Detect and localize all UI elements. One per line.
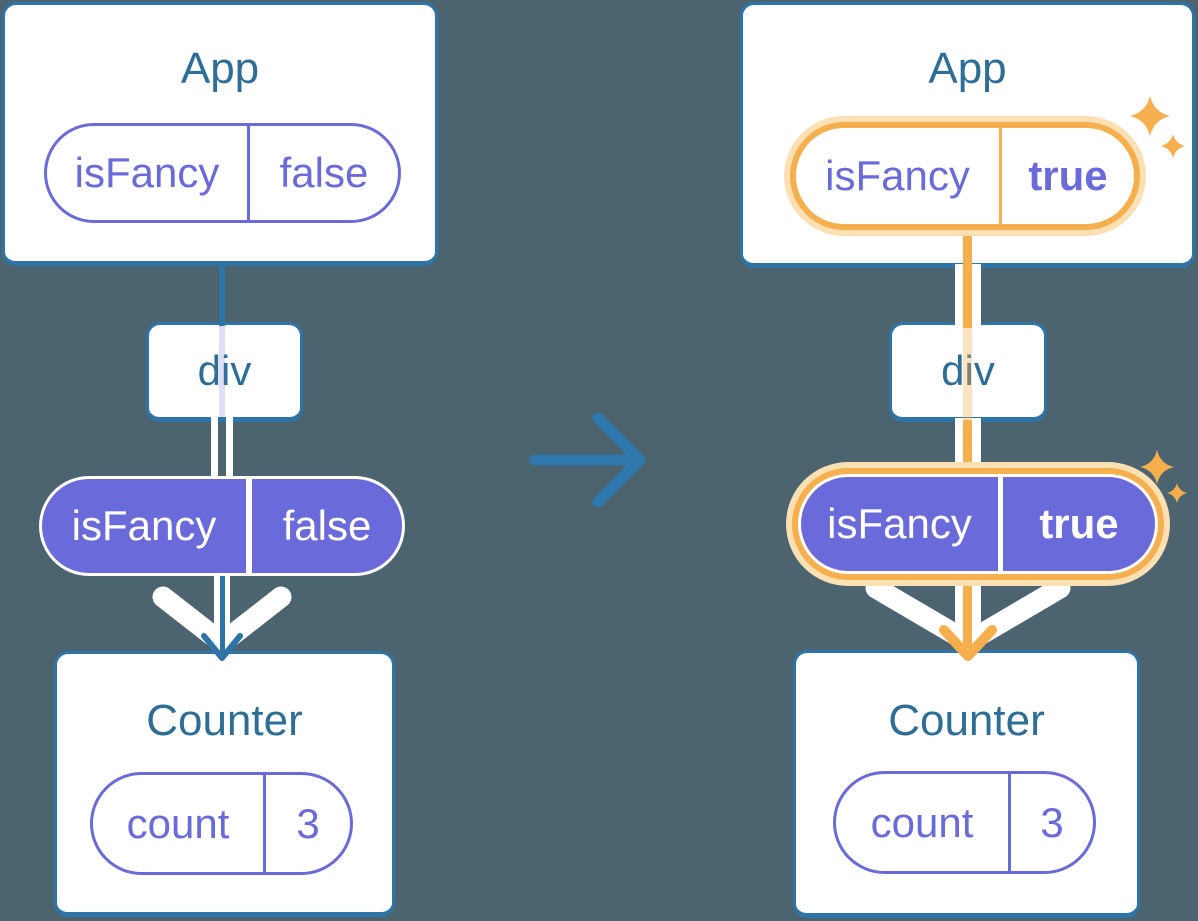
prop-pill-highlighted: isFancy true [790, 122, 1140, 230]
passed-prop-pill-highlighted: isFancy true [801, 477, 1155, 571]
div-to-prop-double-line-right [226, 417, 233, 482]
app-to-div-highlight-line [963, 228, 972, 328]
transition-arrow-icon [529, 412, 646, 508]
state-value-label: 3 [263, 775, 350, 872]
state-pill: count 3 [90, 772, 353, 875]
app-title: App [928, 44, 1007, 93]
app-to-div-connector-line [219, 265, 225, 326]
prop-arrow-line [220, 573, 225, 653]
div-label: div [941, 347, 995, 394]
state-value-label: 3 [1008, 774, 1093, 871]
div-to-prop-double-line-left [211, 417, 218, 482]
passed-prop-pill: isFancy false [42, 479, 402, 573]
prop-name-label: isFancy [825, 152, 970, 199]
counter-title: Counter [146, 696, 303, 745]
prop-value-label: true [999, 128, 1134, 224]
counter-title: Counter [888, 696, 1045, 745]
state-name-label: count [126, 799, 230, 847]
sparkles-icon [1140, 450, 1187, 503]
state-name-label: count [870, 798, 974, 846]
prop-value-label: false [247, 126, 398, 220]
passed-prop-value-label: true [998, 477, 1155, 571]
prop-pill: isFancy false [44, 123, 401, 223]
down-arrowhead-icon [939, 625, 997, 661]
prop-passthrough-line-highlighted [963, 322, 972, 422]
passed-prop-name-label: isFancy [827, 500, 972, 547]
down-arrowhead-icon [201, 633, 243, 661]
prop-arrow-line-highlighted [963, 580, 972, 648]
sparkles-icon [1130, 96, 1185, 158]
passed-prop-name-label: isFancy [71, 502, 217, 549]
div-card: div [889, 322, 1047, 422]
app-title: App [180, 44, 260, 93]
passed-prop-value-label: false [246, 479, 402, 573]
div-to-prop-highlight-line [963, 420, 972, 478]
prop-passthrough-line [219, 326, 225, 418]
prop-name-label: isFancy [74, 149, 220, 196]
state-pill: count 3 [833, 771, 1096, 874]
div-label: div [197, 347, 252, 394]
